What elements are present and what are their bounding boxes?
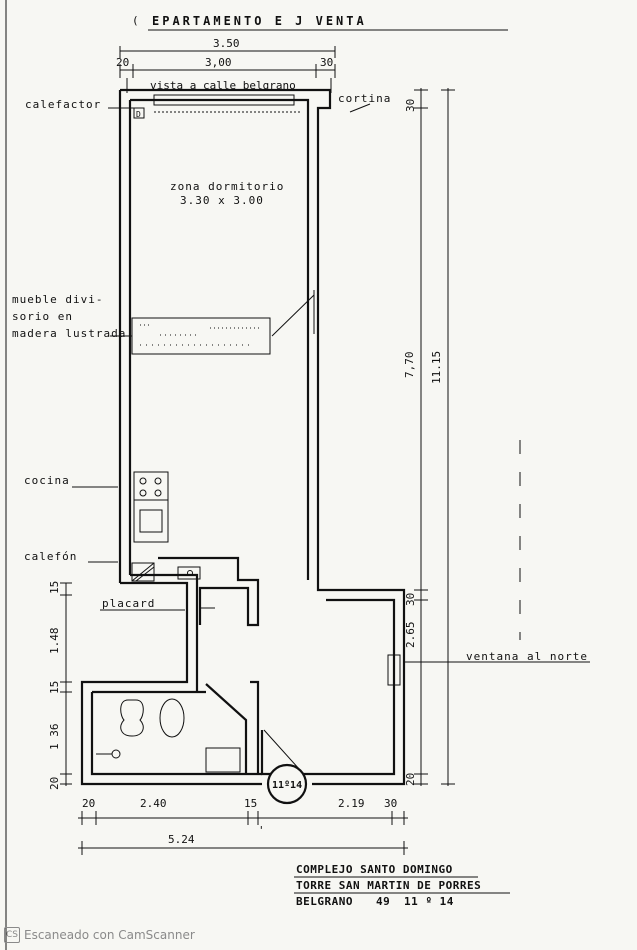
bath-door-wall bbox=[250, 680, 260, 774]
water-heater bbox=[131, 562, 155, 582]
burner bbox=[154, 477, 162, 485]
entry-door-leaf bbox=[263, 729, 301, 771]
dim-right-20: 20 bbox=[404, 773, 417, 786]
dim-right-ticks bbox=[414, 89, 455, 785]
label-mueble-3: madera lustrada bbox=[12, 327, 126, 340]
water-heater-hatch bbox=[135, 566, 155, 582]
furniture-divider bbox=[131, 317, 271, 355]
label-cortina: cortina bbox=[338, 92, 391, 105]
burner bbox=[139, 477, 147, 485]
dim-right-770: 7,70 bbox=[403, 352, 416, 379]
footer-line-3a: BELGRANO bbox=[296, 895, 353, 908]
watermark-text: Escaneado con CamScanner bbox=[24, 928, 195, 942]
dim-right-30-top: 30 bbox=[404, 99, 417, 112]
bidet bbox=[120, 699, 144, 737]
bath-angled-wall bbox=[205, 683, 248, 774]
camscanner-icon: CS bbox=[4, 927, 20, 943]
inner-wall-upper bbox=[130, 98, 310, 580]
dim-left-ticks bbox=[60, 582, 72, 785]
dim-left-15-a: 15 bbox=[48, 581, 61, 594]
dim-bottom-ticks bbox=[81, 811, 405, 825]
burner bbox=[154, 489, 162, 497]
dim-bot-15: 15 bbox=[244, 797, 257, 810]
label-placard: placard bbox=[102, 597, 155, 610]
stove bbox=[133, 471, 169, 501]
dim-left-148: 1.48 bbox=[48, 628, 61, 655]
title-mark: ( bbox=[132, 14, 140, 27]
inner-wall-kitchen bbox=[130, 573, 199, 692]
footer-line-3c: 11 º 14 bbox=[404, 895, 454, 908]
shower-drain bbox=[111, 749, 121, 759]
calefactor-box bbox=[133, 107, 145, 119]
calefactor-symbol: D bbox=[136, 110, 141, 119]
leader-cortina bbox=[349, 103, 371, 113]
toilet bbox=[159, 698, 185, 738]
label-mueble-1: mueble divi- bbox=[12, 293, 103, 306]
sink-small bbox=[177, 566, 201, 580]
furniture-hatch bbox=[140, 324, 260, 346]
kitchen-sink bbox=[139, 509, 163, 533]
dim-left-136: 1 36 bbox=[48, 724, 61, 751]
label-vista: vista a calle belgrano bbox=[150, 79, 296, 92]
drain bbox=[187, 570, 193, 576]
kitchen-return-wall bbox=[158, 556, 260, 627]
footer-line-3b: 49 bbox=[376, 895, 390, 908]
counter bbox=[133, 499, 169, 543]
dim-bot-240: 2.40 bbox=[140, 797, 167, 810]
water-heater-hatch bbox=[131, 562, 155, 582]
label-zona-dormitorio: zona dormitorio bbox=[170, 180, 284, 193]
outer-wall-bath bbox=[80, 581, 262, 786]
footer-line-1: COMPLEJO SANTO DOMINGO bbox=[296, 863, 453, 876]
dim-bot-30: 30 bbox=[384, 797, 397, 810]
inner-wall-bath bbox=[90, 692, 262, 776]
dim-left-20: 20 bbox=[48, 777, 61, 790]
dim-right-265: 2.65 bbox=[404, 622, 417, 649]
camscanner-watermark: CS Escaneado con CamScanner bbox=[4, 927, 195, 943]
inner-wall-right-lower bbox=[312, 598, 396, 776]
outer-wall-right bbox=[120, 88, 406, 786]
dim-right-1115: 11.15 bbox=[430, 351, 443, 384]
dim-mark: ' bbox=[258, 824, 265, 837]
dim-left-15-b: 15 bbox=[48, 681, 61, 694]
burner bbox=[139, 489, 147, 497]
bath-vanity bbox=[205, 747, 241, 773]
seal-label: 11º14 bbox=[272, 780, 302, 791]
dim-bot-20: 20 bbox=[82, 797, 95, 810]
label-cocina: cocina bbox=[24, 474, 70, 487]
dim-top-20: 20 bbox=[116, 56, 129, 69]
title: EPARTAMENTO E J VENTA bbox=[152, 14, 367, 28]
label-zona-size: 3.30 x 3.00 bbox=[180, 194, 264, 207]
divider-door-leaf bbox=[271, 294, 315, 337]
dim-right-30-mid: 30 bbox=[404, 593, 417, 606]
label-calefon: calefón bbox=[24, 550, 77, 563]
dim-bot-219: 2.19 bbox=[338, 797, 365, 810]
footer-line-2: TORRE SAN MARTIN DE PORRES bbox=[296, 879, 481, 892]
dim-bot-total: 5.24 bbox=[168, 833, 195, 846]
seal-circle bbox=[266, 763, 308, 805]
dim-top-total: 3.50 bbox=[213, 37, 240, 50]
label-ventana: ventana al norte bbox=[466, 650, 588, 663]
dim-top-300: 3,00 bbox=[205, 56, 232, 69]
dim-top-30: 30 bbox=[320, 56, 333, 69]
label-calefactor: calefactor bbox=[25, 98, 101, 111]
label-mueble-2: sorio en bbox=[12, 310, 73, 323]
